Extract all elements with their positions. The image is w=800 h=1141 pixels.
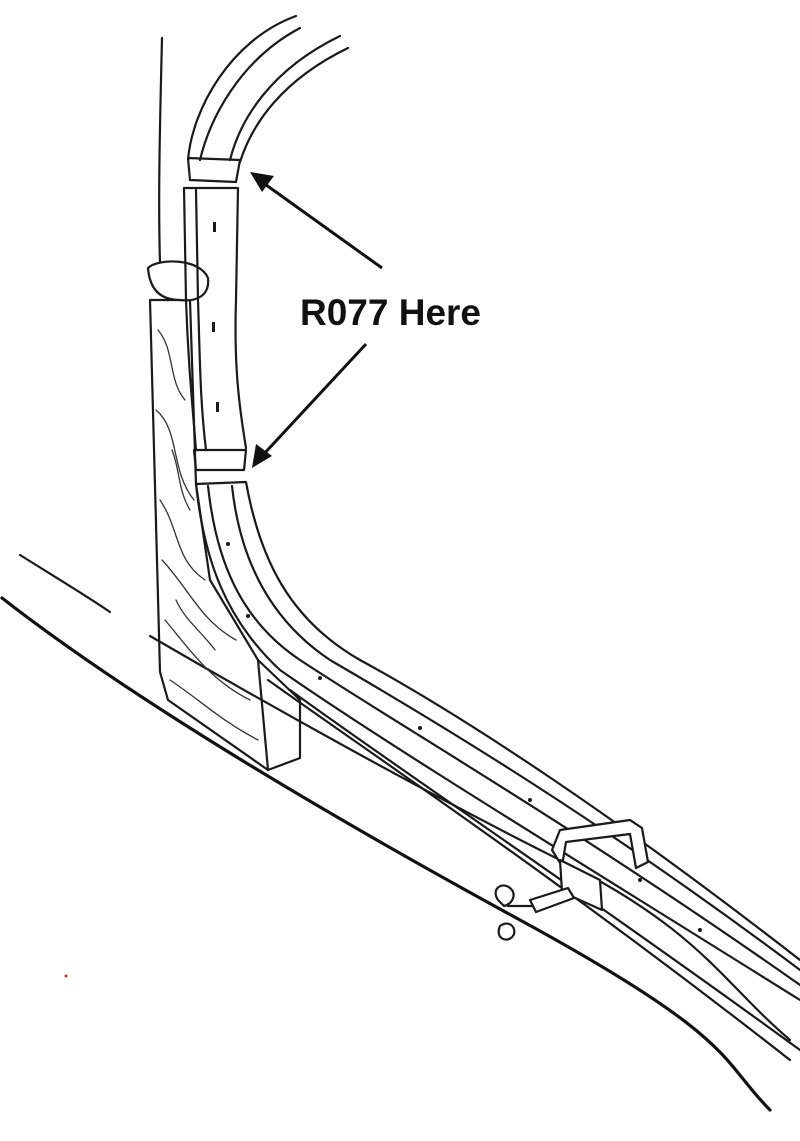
callout-arrows <box>250 172 383 468</box>
sill-lines <box>0 553 792 1112</box>
c-clamp <box>494 818 650 941</box>
speck <box>64 974 68 978</box>
post-knob <box>146 260 210 302</box>
corner-molding-lower <box>194 480 800 1062</box>
corner-molding-middle <box>182 186 248 472</box>
wood-post <box>148 298 302 772</box>
callout-label: R077 Here <box>300 292 482 333</box>
corner-molding-top <box>186 14 350 184</box>
outer-pillar-line <box>158 36 164 264</box>
